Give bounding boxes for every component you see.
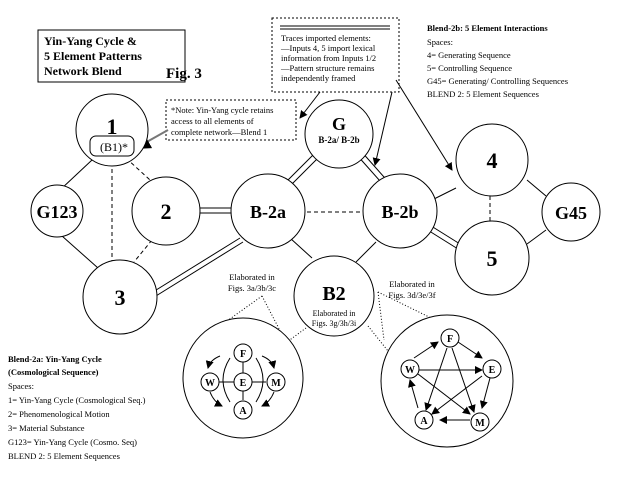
blend2b-line-5: BLEND 2: 5 Element Sequences — [427, 89, 539, 99]
space-4-label: 4 — [487, 148, 498, 173]
yinyang-note-line-3: complete network—Blend 1 — [171, 127, 267, 137]
blend2a-line-2: 1= Yin-Yang Cycle (Cosmological Seq.) — [8, 395, 146, 405]
traces-note-line-1: Traces imported elements: — [281, 33, 371, 43]
blend-2b-circle — [362, 173, 438, 249]
figure-label: Fig. 3 — [166, 66, 202, 82]
generic-g-sublabel: B-2a/ B-2b — [318, 135, 359, 145]
blend2a-line-4: 3= Material Substance — [8, 423, 85, 433]
right-cycle-air: A — [420, 416, 428, 427]
space-5-label: 5 — [487, 246, 498, 271]
b1-box — [89, 135, 135, 157]
generic-g-circle — [304, 99, 374, 169]
yinyang-note-line-2: access to all elements of — [171, 116, 254, 126]
space-5-circle — [454, 220, 530, 296]
elab-center-line-1: Elaborated in — [313, 309, 356, 318]
blend2b-line-4: G45= Generating/ Controlling Sequences — [427, 76, 568, 86]
blend2a-line-1: Spaces: — [8, 381, 34, 391]
left-cycle-fire: F — [240, 349, 246, 360]
space-4-circle — [455, 123, 529, 197]
traces-note-line-4: —Pattern structure remains — [280, 63, 374, 73]
left-cycle-earth: E — [240, 378, 247, 389]
yinyang-note-box — [165, 99, 297, 141]
elab-left-line-2: Figs. 3a/3b/3c — [228, 283, 276, 293]
space-1-label: 1 — [107, 114, 118, 139]
blend2b-line-1: Spaces: — [427, 37, 453, 47]
blend2b-line-2: 4= Generating Sequence — [427, 50, 511, 60]
yinyang-note-line-1: *Note: Yin-Yang cycle retains — [171, 105, 273, 115]
space-2-circle — [131, 176, 201, 246]
traces-note-line-2: —Inputs 4, 5 import lexical — [280, 43, 376, 53]
elab-right-line-1: Elaborated in — [389, 279, 435, 289]
traces-arrow-b2b — [372, 91, 393, 166]
traces-arrow-g — [299, 91, 321, 119]
space-3-circle — [82, 259, 158, 335]
blend-2b-label: B-2b — [381, 202, 418, 222]
title-line-2: 5 Element Patterns — [44, 49, 142, 63]
blend2a-heading-1: Blend-2a: Yin-Yang Cycle — [8, 354, 102, 364]
traces-arrow-4 — [395, 79, 453, 171]
g45-label: G45 — [555, 203, 587, 223]
blend2b-line-3: 5= Controlling Sequence — [427, 63, 512, 73]
g123-label: G123 — [36, 202, 77, 222]
blend2a-line-5: G123= Yin-Yang Cycle (Cosmo. Seq) — [8, 437, 137, 447]
space-2-label: 2 — [161, 199, 172, 224]
elab-left-line-1: Elaborated in — [229, 272, 275, 282]
generic-g-label: G — [332, 114, 346, 134]
right-cycle-earth: E — [489, 365, 496, 376]
blend2a-line-6: BLEND 2: 5 Element Sequences — [8, 451, 120, 461]
left-cycle-water: W — [205, 378, 215, 389]
left-cycle-air: A — [239, 406, 247, 417]
right-cycle: F W E A M — [400, 328, 502, 432]
space-3-label: 3 — [115, 285, 126, 310]
right-cycle-metal: M — [475, 418, 485, 429]
b1-label: (B1)* — [100, 140, 128, 154]
blend2b-heading: Blend-2b: 5 Element Interactions — [427, 23, 548, 33]
title-line-3: Network Blend — [44, 64, 122, 78]
left-cycle-metal: M — [271, 378, 281, 389]
generic-g123-circle — [30, 184, 84, 238]
right-cycle-water: W — [405, 365, 415, 376]
right-cycle-fire: F — [447, 334, 453, 345]
blend-b2-label: B2 — [322, 283, 345, 305]
traces-note-line-3: information from Inputs 1/2 — [281, 53, 376, 63]
traces-note-box — [271, 17, 400, 93]
elab-right-line-2: Figs. 3d/3e/3f — [388, 290, 435, 300]
elab-center-line-2: Figs. 3g/3h/3i — [312, 319, 357, 328]
title-line-1: Yin-Yang Cycle & — [44, 34, 137, 48]
blend-b2-circle — [293, 255, 375, 337]
blend-2a-circle — [230, 173, 306, 249]
blend2a-line-3: 2= Phenomenological Motion — [8, 409, 110, 419]
title-box — [37, 29, 186, 83]
left-cycle: F E W M A — [200, 343, 286, 420]
blend2a-heading-2: (Cosmological Sequence) — [8, 367, 99, 377]
traces-note-line-5: independently framed — [281, 73, 356, 83]
generic-g45-circle — [541, 182, 601, 242]
blend-2a-label: B-2a — [250, 202, 286, 222]
